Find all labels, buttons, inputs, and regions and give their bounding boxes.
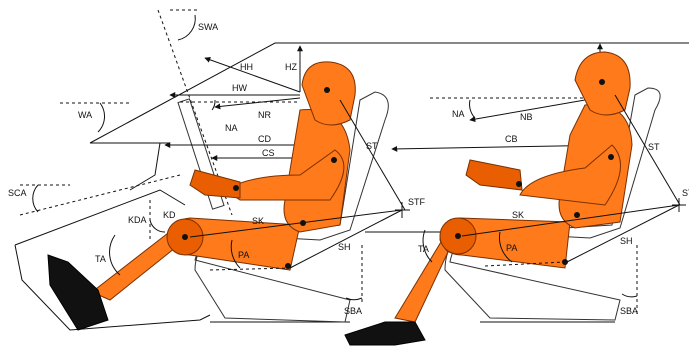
label-sh-left: SH: [338, 242, 351, 252]
passenger-hand: [465, 159, 523, 191]
sca-arc: [32, 184, 39, 213]
label-sk-left: SK: [252, 216, 264, 226]
label-st-left: ST: [366, 141, 378, 151]
label-pa-right: PA: [506, 243, 517, 253]
hh-arrow: [204, 56, 301, 93]
passenger-shoulder-point: [608, 154, 614, 160]
toe-board-line: [14, 189, 186, 246]
driver-hand: [189, 169, 241, 199]
sba-arc-right: [621, 293, 638, 298]
driver-head-point: [324, 87, 330, 93]
pa-arc-left: [230, 239, 241, 269]
label-kd: KD: [163, 210, 176, 220]
label-sk-right: SK: [512, 210, 524, 220]
passenger-upper-arm: [519, 144, 621, 206]
driver-occupant-group: SWA HZ HH HW NR NA WA CD CS SCA KDA: [8, 9, 689, 331]
floor-line-left: [14, 244, 211, 331]
ta-arc-left: [109, 234, 121, 276]
na-arc-left: [211, 99, 216, 111]
label-st-edge: ST: [682, 188, 689, 198]
label-hh: HH: [240, 62, 253, 72]
pa-arc-right: [499, 231, 513, 263]
driver-shoe: [47, 254, 109, 331]
label-swa: SWA: [198, 22, 218, 32]
dashboard-edge: [129, 142, 161, 191]
sk-line-left: [189, 209, 403, 238]
nr-arrow: [214, 97, 301, 110]
label-ta-right: TA: [418, 244, 429, 254]
label-hw: HW: [232, 83, 247, 93]
passenger-hip-point: [574, 212, 580, 218]
label-cs: CS: [262, 148, 275, 158]
driver-wrist-point: [233, 185, 239, 191]
driver-head: [301, 61, 356, 126]
passenger-head-point: [599, 79, 605, 85]
nb-arrow: [469, 99, 586, 123]
passenger-seat: [444, 87, 661, 321]
sh-line-right: [566, 204, 680, 263]
driver-knee-point: [182, 234, 188, 240]
ta-arc-right: [422, 229, 433, 263]
kda-arc: [149, 219, 166, 233]
passenger-wrist-point: [516, 181, 522, 187]
st-line-right: [614, 94, 681, 206]
label-pa-left: PA: [238, 250, 249, 260]
sba-arc-left: [345, 297, 363, 301]
label-st-right: ST: [648, 142, 660, 152]
label-hz-left: HZ: [285, 62, 297, 72]
pa-reference-right: [484, 261, 566, 267]
label-sca: SCA: [8, 188, 27, 198]
passenger-occupant-group: HZ NB NA CB ST ST: [344, 43, 689, 346]
passenger-knee-point: [455, 233, 461, 239]
seat-cushion-line: [19, 174, 181, 216]
passenger-shoe: [344, 321, 426, 346]
na-arc-right: [469, 99, 476, 119]
driver-h-point: [285, 263, 291, 269]
label-sba-right: SBA: [620, 306, 638, 316]
swa-arc: [177, 14, 196, 41]
label-wa: WA: [78, 110, 92, 120]
sk-line-right: [461, 204, 680, 237]
label-kda: KDA: [128, 215, 147, 225]
driver-shoulder-point: [331, 157, 337, 163]
label-cd: CD: [258, 134, 271, 144]
wa-arc: [97, 102, 106, 133]
label-ta-left: TA: [95, 254, 106, 264]
label-cb: CB: [505, 134, 518, 144]
label-sh-right: SH: [620, 236, 633, 246]
label-stf: STF: [408, 197, 426, 207]
roof-line: [89, 42, 689, 144]
sh-line-left: [289, 209, 403, 269]
label-na-right: NA: [452, 109, 465, 119]
label-sba-left: SBA: [344, 306, 362, 316]
label-nb: NB: [520, 112, 533, 122]
label-na-left: NA: [225, 123, 238, 133]
driver-shin: [91, 229, 176, 301]
pa-reference-left: [209, 267, 291, 271]
label-nr: NR: [258, 110, 271, 120]
st-line-left: [339, 99, 406, 211]
